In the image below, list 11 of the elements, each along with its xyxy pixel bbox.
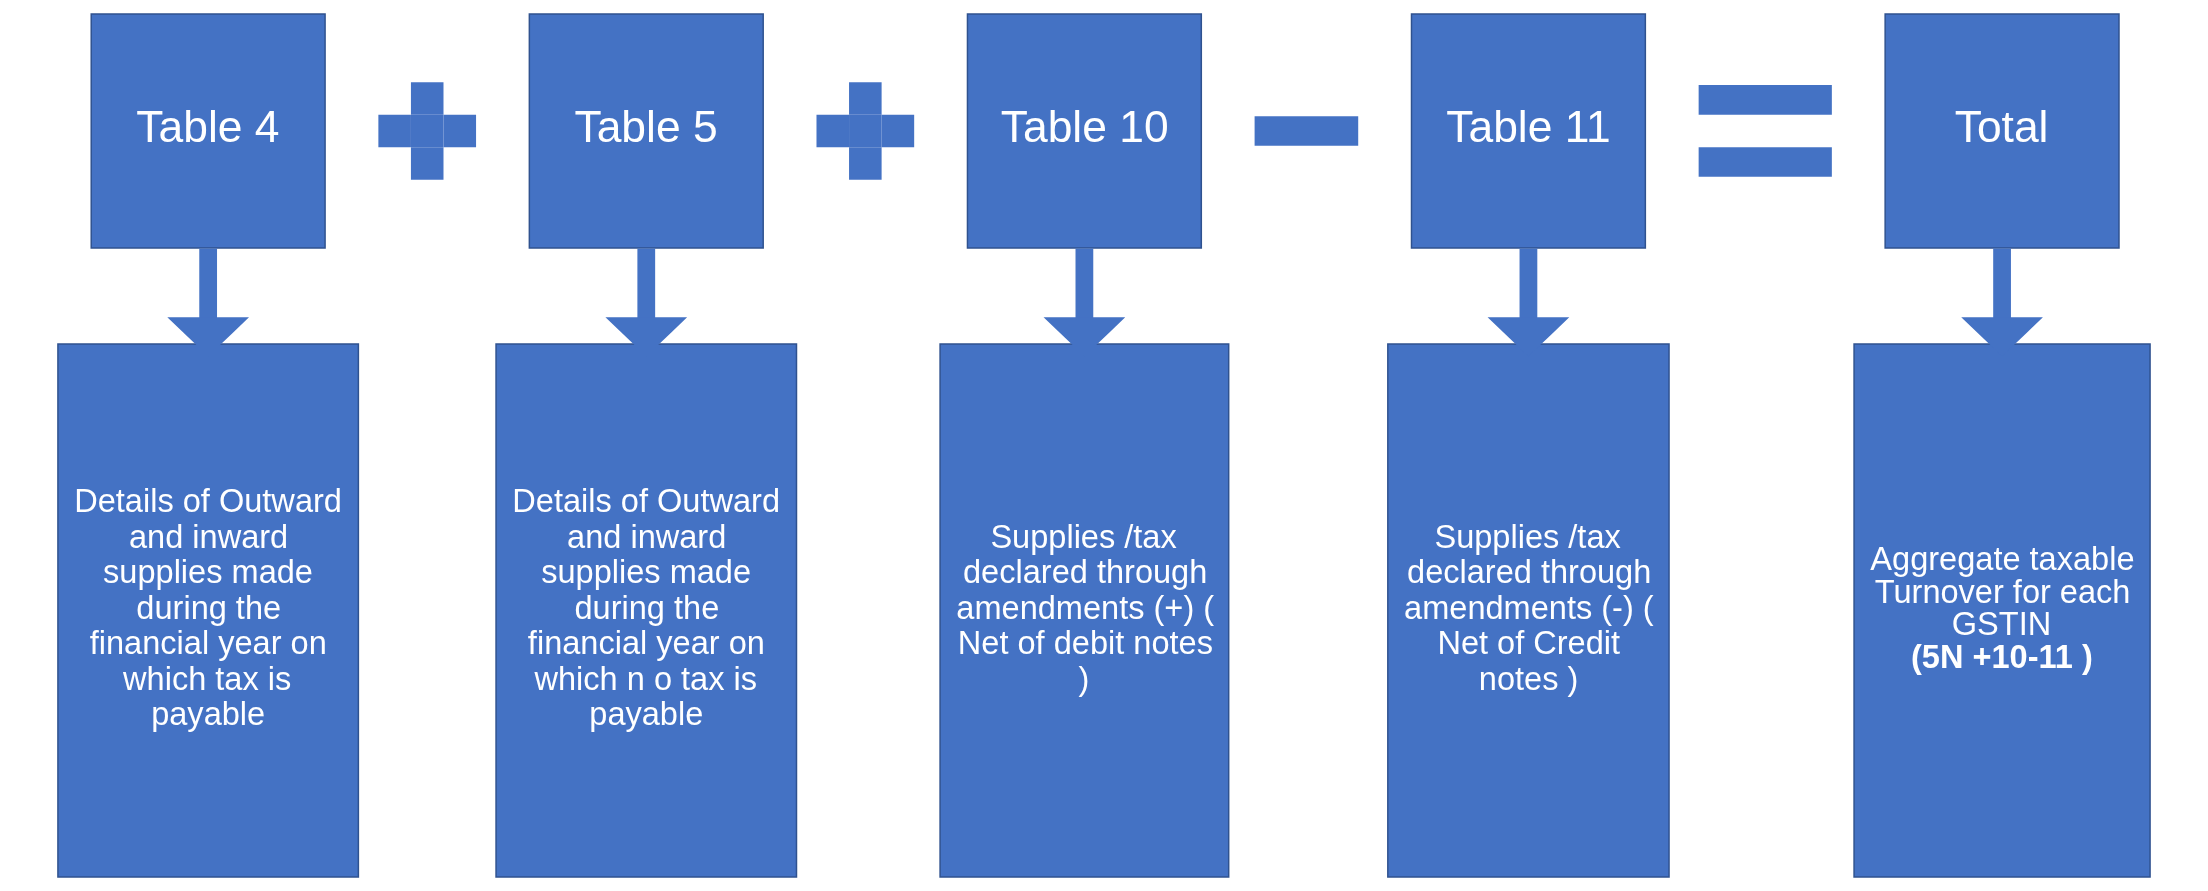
node-box: Details of Outward and inward supplies made during the financial year on which n o tax is payable: [495, 343, 798, 878]
node-box: Total: [1884, 13, 2120, 249]
node-box: Details of Outward and inward supplies made during the financial year on which tax is payable: [57, 343, 360, 878]
node-box: Supplies /tax declared through amendments (+) ( Net of debit notes ): [939, 343, 1230, 878]
node-box: Table 11: [1410, 13, 1647, 249]
node-box: Aggregate taxable Turnover for each GSTIN (5N +10-11 ): [1853, 343, 2151, 878]
node-minus: [1254, 116, 1359, 146]
node-box: Table 10: [966, 13, 1203, 249]
node-box: Table 5: [528, 13, 764, 249]
node-box: Supplies /tax declared through amendments (-) ( Net of Credit notes ): [1387, 343, 1670, 878]
node-box: Table 4: [90, 13, 326, 249]
